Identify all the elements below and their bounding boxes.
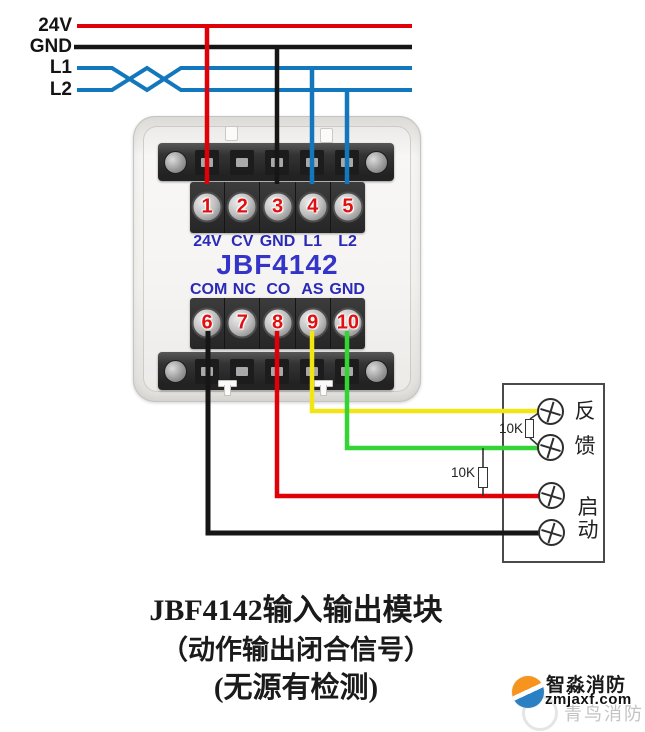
terminal-label: GND bbox=[329, 281, 365, 298]
terminal-number: 3 bbox=[271, 195, 284, 218]
terminal-label: L1 bbox=[303, 233, 323, 250]
terminal-number: 8 bbox=[271, 311, 284, 334]
busbar-screw-icon bbox=[164, 151, 187, 174]
terminal-circle-icon-start-2 bbox=[538, 519, 565, 546]
terminal-block-bottom: 6 7 8 9 10 bbox=[190, 298, 365, 349]
resistor-label-2: 10K bbox=[450, 465, 475, 480]
module-photo: 1 2 3 4 5 24V CV GND L1 L2 JBF4142 COM N… bbox=[133, 116, 421, 402]
module-clip-icon bbox=[320, 128, 333, 143]
watermark-text: 青鸟消防 bbox=[564, 704, 644, 724]
bus-label-l2: L2 bbox=[49, 79, 72, 100]
resistor-icon-1 bbox=[525, 419, 534, 438]
busbar-screw-icon bbox=[365, 360, 388, 383]
module-mount-tab bbox=[314, 380, 333, 396]
terminal-label: 24V bbox=[193, 233, 222, 250]
terminal-block-top: 1 2 3 4 5 bbox=[190, 182, 365, 233]
module-title: JBF4142 bbox=[216, 249, 339, 280]
terminal-cell-5: 5 bbox=[331, 182, 365, 233]
terminal-circle-icon-feedback-1 bbox=[537, 398, 564, 425]
brand-logo-icon bbox=[512, 676, 544, 708]
terminal-circle-icon-start-1 bbox=[538, 482, 565, 509]
terminal-cell-7: 7 bbox=[225, 298, 261, 349]
terminal-number: 6 bbox=[201, 311, 213, 334]
terminal-label: GND bbox=[259, 233, 296, 250]
terminal-label: CO bbox=[266, 281, 291, 298]
terminal-label: NC bbox=[232, 281, 256, 298]
busbar-slot bbox=[230, 150, 254, 175]
terminal-number: 4 bbox=[307, 195, 319, 218]
terminal-cell-8: 8 bbox=[260, 298, 296, 349]
module-bottom-busbar bbox=[158, 352, 394, 390]
resistor-label-1: 10K bbox=[498, 421, 523, 436]
wire-l2-bus bbox=[77, 65, 412, 92]
terminal-label: COM bbox=[190, 281, 228, 298]
caption-line-2: （动作输出闭合信号） bbox=[161, 635, 431, 665]
caption-line-1: JBF4142输入输出模块 bbox=[149, 594, 443, 627]
screw-terminal-icon bbox=[297, 191, 329, 223]
busbar-slot bbox=[195, 150, 219, 175]
terminal-cell-10: 10 bbox=[331, 298, 365, 349]
terminal-number: 2 bbox=[236, 195, 248, 218]
resistor-icon-2 bbox=[478, 467, 488, 488]
caption: JBF4142输入输出模块 （动作输出闭合信号） (无源有检测) bbox=[0, 594, 592, 704]
module-clip-icon bbox=[225, 126, 238, 141]
terminal-cell-2: 2 bbox=[225, 182, 261, 233]
terminal-cell-3: 3 bbox=[260, 182, 296, 233]
terminal-label: CV bbox=[231, 233, 254, 250]
terminal-labels-top: 24V CV GND L1 L2 bbox=[190, 233, 365, 251]
brand-name: 智淼消防 bbox=[546, 675, 627, 696]
bus-label-gnd: GND bbox=[29, 36, 72, 57]
label-feedback: 反 馈 bbox=[574, 400, 596, 458]
busbar-slot bbox=[300, 150, 324, 175]
screw-terminal-icon bbox=[226, 191, 258, 223]
busbar-screw-icon bbox=[365, 151, 388, 174]
terminal-cell-1: 1 bbox=[190, 182, 226, 233]
busbar-slot bbox=[335, 359, 359, 384]
busbar-slot bbox=[265, 150, 289, 175]
terminal-labels-bottom: COM NC CO AS GND bbox=[190, 281, 365, 299]
terminal-cell-9: 9 bbox=[296, 298, 331, 349]
terminal-cell-4: 4 bbox=[296, 182, 331, 233]
busbar-slot bbox=[265, 359, 289, 384]
terminal-label: L2 bbox=[338, 233, 357, 250]
label-start: 启 动 bbox=[577, 496, 599, 542]
terminal-number: 1 bbox=[201, 195, 213, 218]
screw-terminal-icon bbox=[332, 191, 364, 223]
bus-label-24v: 24V bbox=[38, 15, 72, 36]
busbar-slot bbox=[335, 150, 359, 175]
terminal-number: 5 bbox=[342, 195, 354, 218]
caption-line-3: (无源有检测) bbox=[213, 672, 379, 704]
terminal-label: AS bbox=[301, 281, 324, 298]
brand-url: zmjaxf.com bbox=[545, 691, 632, 708]
screw-terminal-icon bbox=[191, 191, 223, 223]
terminal-number: 10 bbox=[336, 311, 360, 334]
module-mount-tab bbox=[218, 380, 237, 396]
terminal-number: 9 bbox=[307, 311, 319, 334]
busbar-screw-icon bbox=[164, 360, 187, 383]
screw-terminal-icon bbox=[262, 191, 293, 223]
bus-label-l1: L1 bbox=[49, 57, 72, 78]
terminal-cell-6: 6 bbox=[190, 298, 226, 349]
module-top-busbar bbox=[158, 143, 394, 181]
wire-l1-bus bbox=[77, 66, 412, 93]
terminal-number: 7 bbox=[236, 311, 248, 334]
brand-logo: 青鸟消防 智淼消防 zmjaxf.com bbox=[508, 662, 645, 731]
terminal-circle-icon-feedback-2 bbox=[537, 434, 564, 461]
busbar-slot bbox=[195, 359, 219, 384]
